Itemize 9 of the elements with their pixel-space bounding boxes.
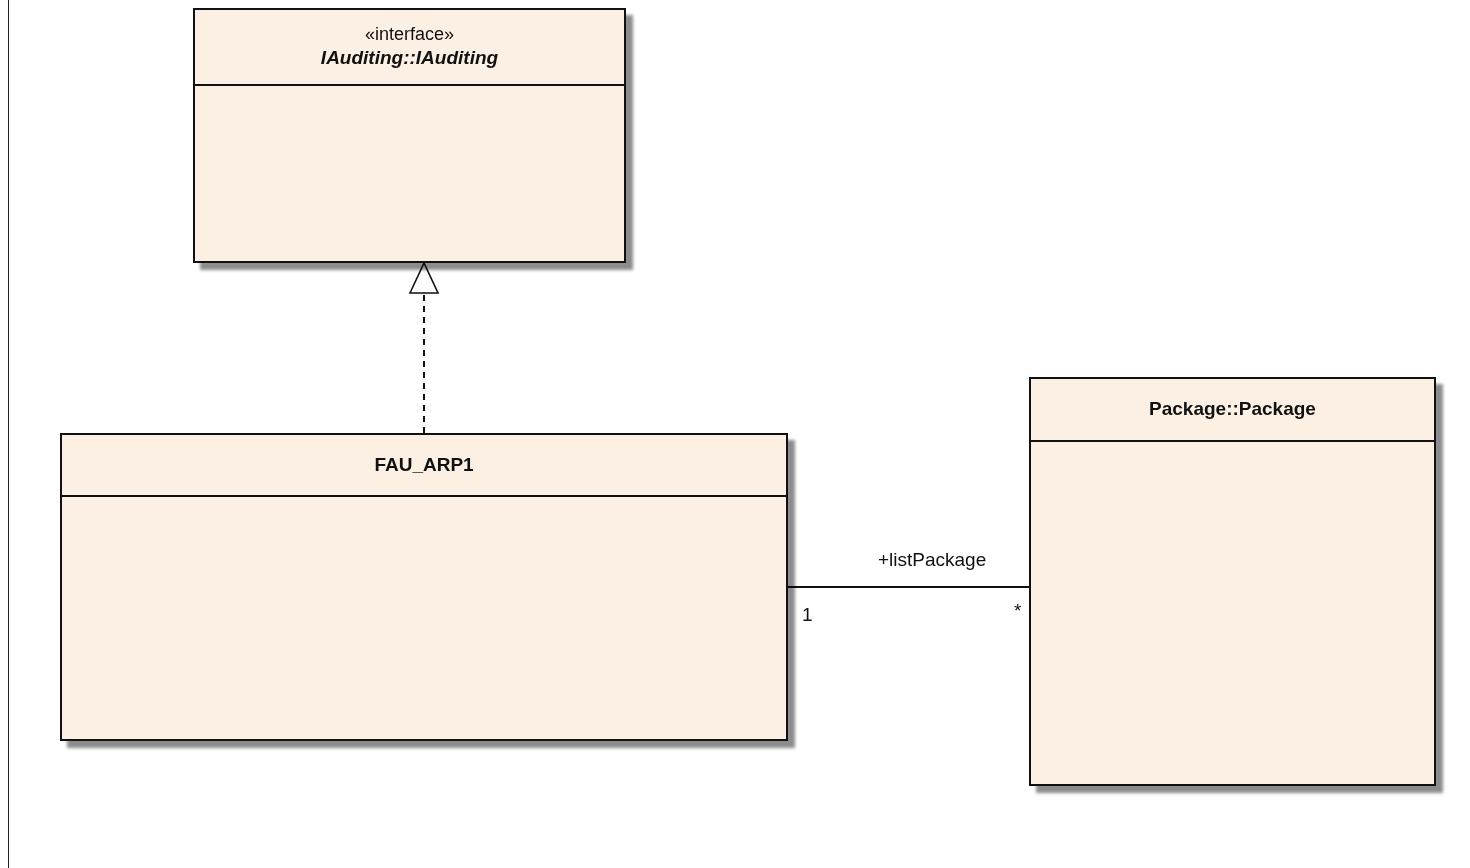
interface-box (193, 8, 626, 263)
class-box (1029, 377, 1436, 786)
class-box (60, 433, 788, 741)
realization-arrow (409, 262, 439, 434)
stereotype-label: «interface» (364, 22, 455, 46)
association-line (787, 586, 1030, 588)
class-name: FAU_ARP1 (374, 452, 474, 477)
class-name: Package::Package (1149, 397, 1316, 422)
class-name: IAuditing::IAuditing (320, 46, 499, 71)
